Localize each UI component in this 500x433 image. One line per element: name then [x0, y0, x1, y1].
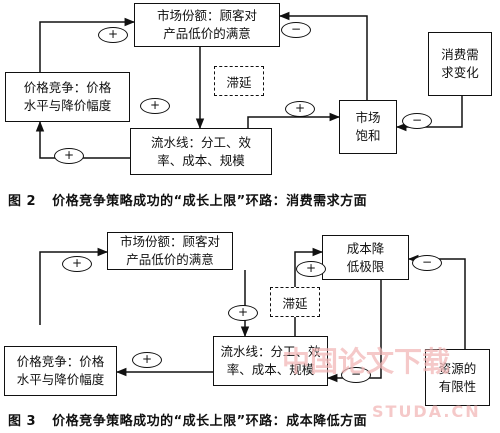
assembly-line-box: 流水线：分工、效率、成本、规模 [213, 336, 328, 386]
cost-limit-box: 成本降低极限 [322, 235, 409, 280]
sign-price-to-share: + [98, 27, 128, 43]
delay-box: 滞延 [270, 287, 320, 317]
sign-line-to-saturation: + [285, 101, 315, 117]
demand-change-box: 消费需求变化 [428, 32, 492, 96]
price-competition-box: 价格竞争：价格水平与降价幅度 [4, 346, 117, 396]
arrow-line-to-saturation [247, 112, 341, 128]
sign-price-to-share: + [62, 256, 92, 272]
sign-demand-to-saturation: − [402, 113, 432, 129]
resource-limit-box: 资源的有限性 [425, 349, 490, 406]
arrow-price-to-share [39, 247, 109, 325]
market-saturation-box: 市场饱和 [339, 100, 397, 154]
market-share-box: 市场份额：顾客对产品低价的满意 [107, 232, 233, 270]
price-competition-box: 价格竞争：价格水平与降价幅度 [5, 72, 130, 122]
watermark-subtext: STUDA.CN [372, 402, 481, 421]
sign-share-to-line: + [140, 98, 170, 114]
sign-cost-limit-to-line: − [341, 367, 371, 383]
arrow-resource-to-cost-limit [407, 254, 466, 349]
sign-line-to-cost-limit: + [296, 261, 326, 277]
sign-resource-to-cost-limit: − [412, 255, 442, 271]
arrow-saturation-to-share [278, 11, 368, 100]
assembly-line-box: 流水线：分工、效率、成本、规模 [130, 128, 272, 175]
sign-saturation-to-share: − [281, 22, 311, 38]
market-share-box: 市场份额：顾客对产品低价的满意 [134, 3, 280, 47]
sign-line-to-price: + [54, 148, 84, 164]
arrow-price-to-share [39, 17, 136, 72]
watermark-text: 中国论文下载 [282, 345, 451, 378]
sign-share-to-line: + [228, 305, 258, 321]
delay-box: 滞延 [214, 66, 264, 96]
sign-line-to-price: + [132, 352, 162, 368]
arrow-line-to-price [35, 120, 130, 159]
